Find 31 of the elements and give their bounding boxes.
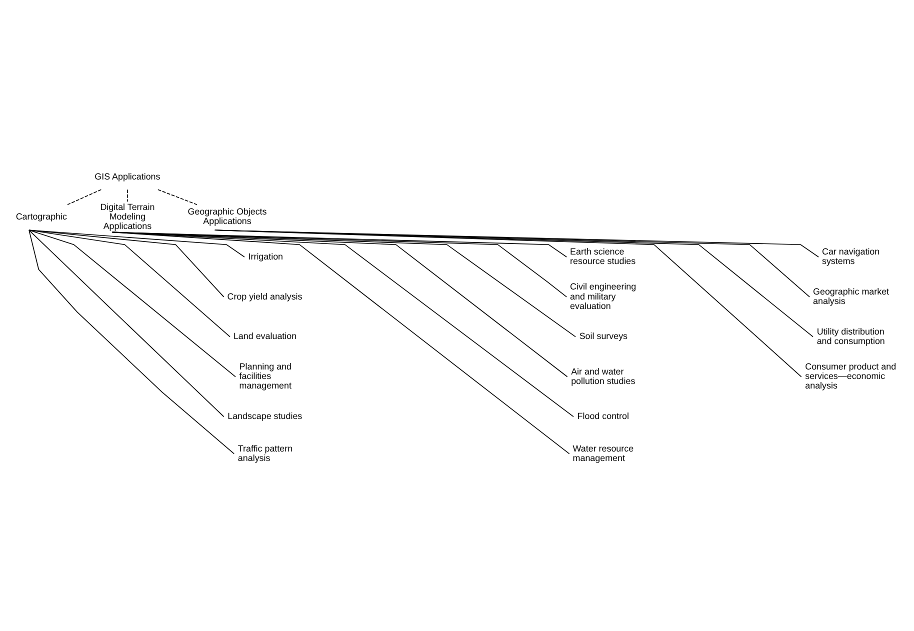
node-text: Civil engineering and military evaluation [570, 282, 636, 311]
connector [158, 189, 198, 206]
node-text: Planning and facilities management [239, 361, 292, 391]
node-text: Land evaluation [233, 331, 297, 342]
node-text: Geographic market analysis [813, 286, 890, 306]
connector [112, 232, 570, 454]
connector [28, 230, 230, 338]
node-text: Crop yield analysis [227, 291, 302, 302]
node-text: Cartographic [16, 211, 67, 222]
connector [28, 230, 224, 418]
node-text: Flood control [577, 411, 629, 422]
connector [127, 189, 128, 202]
connector [214, 230, 802, 378]
node-text: GIS Applications [94, 171, 160, 182]
connector [28, 230, 235, 454]
connector [214, 230, 819, 258]
connector [67, 189, 102, 206]
node-text: Traffic pattern analysis [238, 443, 293, 464]
node-text: Water resource management [572, 443, 634, 464]
node-text: Earth science resource studies [570, 246, 636, 266]
node-text: Utility distribution and consumption [816, 326, 885, 346]
node-text: Geographic Objects Applications [188, 206, 267, 226]
node-text: Digital Terrain Modeling Applications [100, 202, 155, 232]
node-text: Soil surveys [579, 331, 628, 342]
node-text: Air and water pollution studies [571, 366, 636, 386]
node-text: Irrigation [248, 251, 284, 262]
connector [28, 230, 236, 378]
node-text: Car navigation systems [822, 246, 880, 266]
node-text: Consumer product and services—economic analysis [805, 361, 896, 391]
node-text: Landscape studies [228, 411, 302, 422]
connector [28, 230, 245, 258]
